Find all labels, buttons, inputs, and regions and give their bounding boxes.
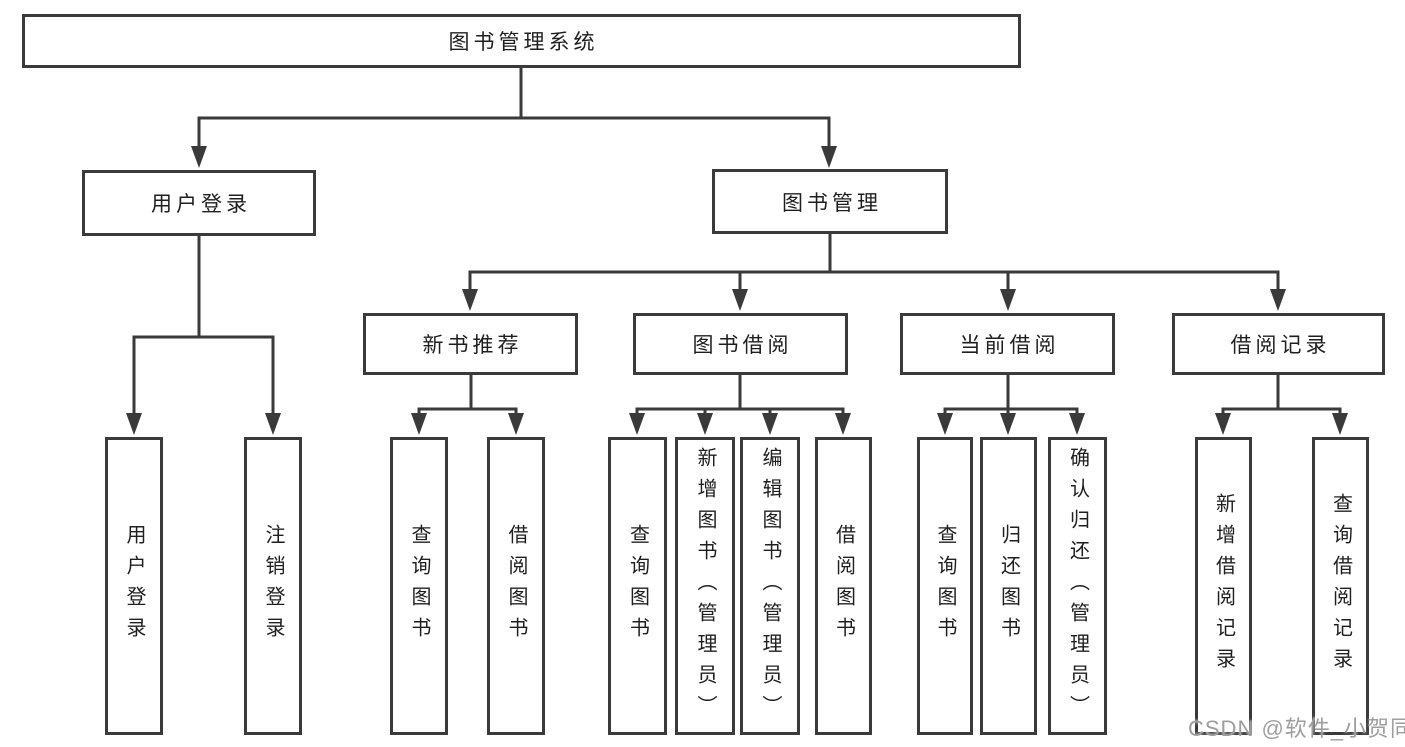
csdn-watermark: CSDN @软件_小贺同学 <box>1188 716 1405 741</box>
node-label: 借阅图书 <box>505 524 527 648</box>
arrowheads <box>126 146 1348 435</box>
node-label: 新书推荐 <box>422 334 523 357</box>
node-leaf-query-books-1: 查询图书 <box>390 437 448 735</box>
node-leaf-user-login: 用户登录 <box>105 437 163 735</box>
node-label: 查询图书 <box>626 524 649 648</box>
node-leaf-query-books-3: 查询图书 <box>917 437 973 735</box>
node-label: 查询借阅记录 <box>1329 493 1352 679</box>
node-leaf-logout: 注销登录 <box>244 437 302 735</box>
node-label: 编辑图书（管理员） <box>759 446 781 726</box>
node-leaf-borrow-books-2: 借阅图书 <box>815 437 872 735</box>
node-label: 查询图书 <box>408 524 430 648</box>
node-root: 图书管理系统 <box>22 14 1021 68</box>
node-label: 借阅图书 <box>832 524 855 648</box>
node-label: 用户登录 <box>151 193 251 216</box>
node-leaf-add-book-admin: 新增图书（管理员） <box>675 437 735 735</box>
node-leaf-borrow-books-1: 借阅图书 <box>487 437 545 735</box>
node-label: 借阅记录 <box>1230 334 1331 357</box>
node-leaf-return-book: 归还图书 <box>980 437 1037 735</box>
node-label: 注销登录 <box>262 524 284 648</box>
node-label: 新增借阅记录 <box>1212 493 1235 679</box>
node-book-management: 图书管理 <box>712 169 948 234</box>
node-label: 新增图书（管理员） <box>694 446 716 726</box>
node-new-book-recommend: 新书推荐 <box>363 313 578 375</box>
node-leaf-edit-book-admin: 编辑图书（管理员） <box>740 437 800 735</box>
node-label: 查询图书 <box>934 524 956 648</box>
node-label: 用户登录 <box>123 524 145 648</box>
node-user-login: 用户登录 <box>82 170 316 236</box>
node-leaf-add-borrow-record: 新增借阅记录 <box>1195 437 1252 735</box>
node-book-borrowing: 图书借阅 <box>633 313 848 375</box>
node-label: 归还图书 <box>997 524 1020 648</box>
node-label: 确认归还（管理员） <box>1066 446 1089 726</box>
node-label: 图书管理系统 <box>448 31 599 54</box>
node-current-borrowing: 当前借阅 <box>900 313 1115 375</box>
node-label: 当前借阅 <box>959 334 1060 357</box>
node-label: 图书借阅 <box>692 334 793 357</box>
node-leaf-query-books-2: 查询图书 <box>608 437 667 735</box>
node-leaf-query-borrow-record: 查询借阅记录 <box>1312 437 1369 735</box>
node-leaf-confirm-return-admin: 确认归还（管理员） <box>1048 437 1107 735</box>
node-borrow-records: 借阅记录 <box>1172 313 1385 375</box>
node-label: 图书管理 <box>782 191 882 215</box>
